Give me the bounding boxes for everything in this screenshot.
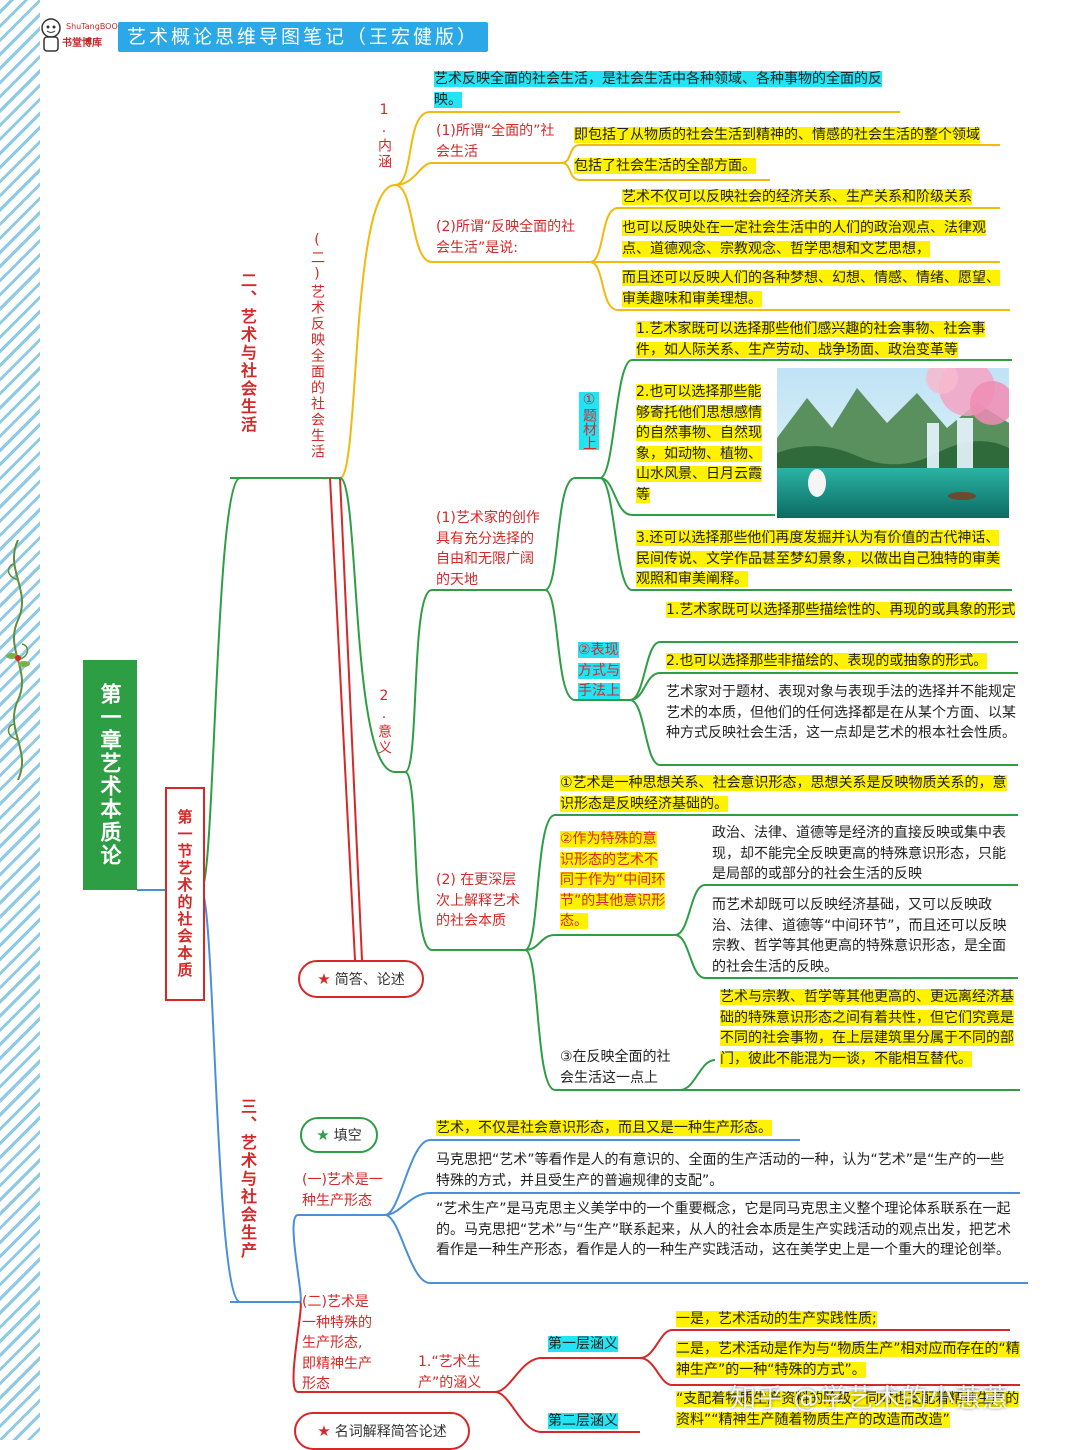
layer1-item-1: 一是，艺术活动的生产实践性质; xyxy=(676,1309,1016,1330)
q2-item-1: 艺术不仅可以反映社会的经济关系、生产关系和阶级关系 xyxy=(622,187,1002,208)
q2-item-2: 也可以反映处在一定社会生活中的人们的政治观点、法律观点、道德观念、宗教观念、哲学… xyxy=(622,218,1002,259)
chapter-title: 第一章艺术本质论 xyxy=(83,660,137,890)
q1-item-1: 即包括了从物质的社会生活到精神的、情感的社会生活的整个领域 xyxy=(574,125,1014,146)
ticai-item-1: 1.艺术家既可以选择那些他们感兴趣的社会事物、社会事件，如人际关系、生产劳动、战… xyxy=(636,319,1012,360)
term-answer-pill: ★ 名词解释简答论述 xyxy=(294,1412,470,1450)
s1-item-3: “艺术生产”是马克思主义美学中的一个重要概念，它是同马克思主义整个理论体系联系在… xyxy=(436,1201,1012,1258)
part2-title: 二、艺术与社会生活 xyxy=(238,272,257,434)
layer1-item-1-text: 一是，艺术活动的生产实践性质; xyxy=(676,1311,877,1327)
layer1-item-2-text: 二是，艺术活动是作为与“物质生产”相对应而存在的“精神生产”的一种“特殊的方式”… xyxy=(676,1341,1020,1378)
biaoxian-item-2-text: 2.也可以选择那些非描绘的、表现的或抽象的形式。 xyxy=(666,653,988,669)
fill-blank-pill: ★ 填空 xyxy=(300,1117,378,1153)
deep-3-text-highlight: 艺术与宗教、哲学等其他更高的、更远离经济基础的特殊意识形态之间有着共性，但它们究… xyxy=(720,989,1014,1067)
striped-margin xyxy=(0,0,40,1440)
layer1-label-text: 第一层涵义 xyxy=(548,1336,618,1352)
biaoxian-label: ②表现方式与手法上 xyxy=(578,640,630,702)
yy2-label: (2) 在更深层次上解释艺术的社会本质 xyxy=(436,872,520,929)
deep-1: ①艺术是一种思想关系、社会意识形态，思想关系是反映物质关系的，意识形态是反映经济… xyxy=(560,773,1020,814)
deep-1-text: ①艺术是一种思想关系、社会意识形态，思想关系是反映物质关系的，意识形态是反映经济… xyxy=(560,775,1007,812)
s2-sub: 1.“艺术生产”的涵义 xyxy=(418,1354,482,1391)
q1-item-2: 包括了社会生活的全部方面。 xyxy=(574,156,794,177)
neihan-top-highlight: 艺术反映全面的社会生活，是社会生活中各种领域、各种事物的全面的反映。 xyxy=(434,71,882,108)
star-icon: ★ xyxy=(317,1422,331,1440)
biaoxian-item-1-text: 1.艺术家既可以选择那些描绘性的、再现的或具象的形式 xyxy=(666,602,1016,618)
banner-title: 艺术概论思维导图笔记（王宏健版） xyxy=(118,22,488,52)
biaoxian-item-2: 2.也可以选择那些非描绘的、表现的或抽象的形式。 xyxy=(666,651,1016,672)
logo: ShuTangBOOK xyxy=(36,16,123,58)
layer1-label: 第一层涵义 xyxy=(548,1334,638,1355)
vine-decoration xyxy=(6,540,30,780)
q2-item-1-text: 艺术不仅可以反映社会的经济关系、生产关系和阶级关系 xyxy=(622,189,972,205)
section-title: 第一节艺术的社会本质 xyxy=(165,787,205,1001)
deep-3-text: 艺术与宗教、哲学等其他更高的、更远离经济基础的特殊意识形态之间有着共性，但它们究… xyxy=(720,987,1016,1069)
layer2-label-text: 第二层涵义 xyxy=(548,1413,618,1429)
biaoxian-item-3: 艺术家对于题材、表现对象与表现手法的选择并不能规定艺术的本质，但他们的任何选择都… xyxy=(666,684,1016,741)
landscape-photo xyxy=(777,368,1009,518)
q1-item-2-text: 包括了社会生活的全部方面。 xyxy=(574,158,756,174)
neihan-label: 1.内涵 xyxy=(376,102,392,170)
deep-2-label: ②作为特殊的意识形态的艺术不同于作为“中间环节”的其他意识形态。 xyxy=(560,829,670,932)
yy1-label: (1)艺术家的创作具有充分选择的自由和无限广阔的天地 xyxy=(436,510,540,588)
s2-label: (二)艺术是一种特殊的生产形态,即精神生产形态 xyxy=(302,1294,372,1392)
logo-subtitle: ShuTangBOOK xyxy=(66,22,124,31)
q2-item-2-text: 也可以反映处在一定社会生活中的人们的政治观点、法律观点、道德观念、宗教观念、哲学… xyxy=(622,220,986,257)
deep-2-item-1: 政治、法律、道德等是经济的直接反映或集中表现，却不能完全反映更高的特殊意识形态，… xyxy=(712,825,1006,882)
s1-label: (一)艺术是一种生产形态 xyxy=(302,1172,383,1209)
star-icon: ★ xyxy=(316,1126,330,1144)
ticai-label: ①题材上 xyxy=(578,392,600,456)
layer2-label: 第二层涵义 xyxy=(548,1411,638,1432)
deep-2-label-text: ②作为特殊的意识形态的艺术不同于作为“中间环节”的其他意识形态。 xyxy=(560,831,666,929)
part2-subtitle: (二)艺术反映全面的社会生活 xyxy=(309,232,325,460)
logo-text: 书堂博库 xyxy=(62,38,102,49)
layer2-text: “支配着物质生产资料的阶级，同时也支配着精神生产的资料”“精神生产随着物质生产的… xyxy=(676,1389,1020,1433)
deep-3-label: ③在反映全面的社会生活这一点上 xyxy=(560,1049,671,1086)
biaoxian-item-1: 1.艺术家既可以选择那些描绘性的、再现的或具象的形式 xyxy=(666,600,1016,621)
ticai-item-1-text: 1.艺术家既可以选择那些他们感兴趣的社会事物、社会事件，如人际关系、生产劳动、战… xyxy=(636,321,986,358)
deep-2-item-2: 而艺术却既可以反映经济基础，又可以反映政治、法律、道德等“中间环节”，而且还可以… xyxy=(712,897,1007,975)
s1-item-1: 艺术，不仅是社会意识形态，而且又是一种生产形态。 xyxy=(436,1118,1016,1139)
s1-item-2: 马克思把“艺术”等看作是人的有意识的、全面的生产活动的一种，认为“艺术”是“生产… xyxy=(436,1152,1005,1189)
part3-title: 三、艺术与社会生产 xyxy=(238,1098,257,1260)
ticai-item-3: 3.还可以选择那些他们再度发掘并认为有价值的古代神话、民间传说、文学作品甚至梦幻… xyxy=(636,528,1012,590)
fill-blank-pill-text: 填空 xyxy=(333,1128,362,1144)
q2-label: (2)所谓“反映全面的社会生活”是说: xyxy=(436,219,576,256)
q2-item-3: 而且还可以反映人们的各种梦想、幻想、情感、情绪、愿望、审美趣味和审美理想。 xyxy=(622,268,1002,309)
answer-type-pill: ★ 简答、论述 xyxy=(298,960,424,998)
watermark: 知乎 @学艺术的小蕙蕙 xyxy=(730,1384,1010,1414)
q2-item-3-text: 而且还可以反映人们的各种梦想、幻想、情感、情绪、愿望、审美趣味和审美理想。 xyxy=(622,270,1000,307)
s1-item-1-text: 艺术，不仅是社会意识形态，而且又是一种生产形态。 xyxy=(436,1120,772,1136)
yiyi-label: 2.意义 xyxy=(376,688,392,756)
term-answer-pill-text: 名词解释简答论述 xyxy=(334,1424,447,1440)
answer-type-pill-text: 简答、论述 xyxy=(334,972,405,988)
layer1-item-2: 二是，艺术活动是作为与“物质生产”相对应而存在的“精神生产”的一种“特殊的方式”… xyxy=(676,1339,1020,1380)
biaoxian-label-text: ②表现方式与手法上 xyxy=(578,642,620,699)
neihan-top-text: 艺术反映全面的社会生活，是社会生活中各种领域、各种事物的全面的反映。 xyxy=(434,69,904,110)
ticai-item-3-text: 3.还可以选择那些他们再度发掘并认为有价值的古代神话、民间传说、文学作品甚至梦幻… xyxy=(636,530,1000,587)
q1-item-1-text: 即包括了从物质的社会生活到精神的、情感的社会生活的整个领域 xyxy=(574,127,980,143)
ticai-item-2-text: 2.也可以选择那些能够寄托他们思想感情的自然事物、自然现象，如动物、植物、山水风… xyxy=(636,384,762,503)
q1-label: (1)所谓“全面的”社会生活 xyxy=(436,123,555,160)
ticai-label-text: ①题材上 xyxy=(579,392,599,450)
ticai-item-2: 2.也可以选择那些能够寄托他们思想感情的自然事物、自然现象，如动物、植物、山水风… xyxy=(636,382,774,505)
star-icon: ★ xyxy=(317,970,331,988)
